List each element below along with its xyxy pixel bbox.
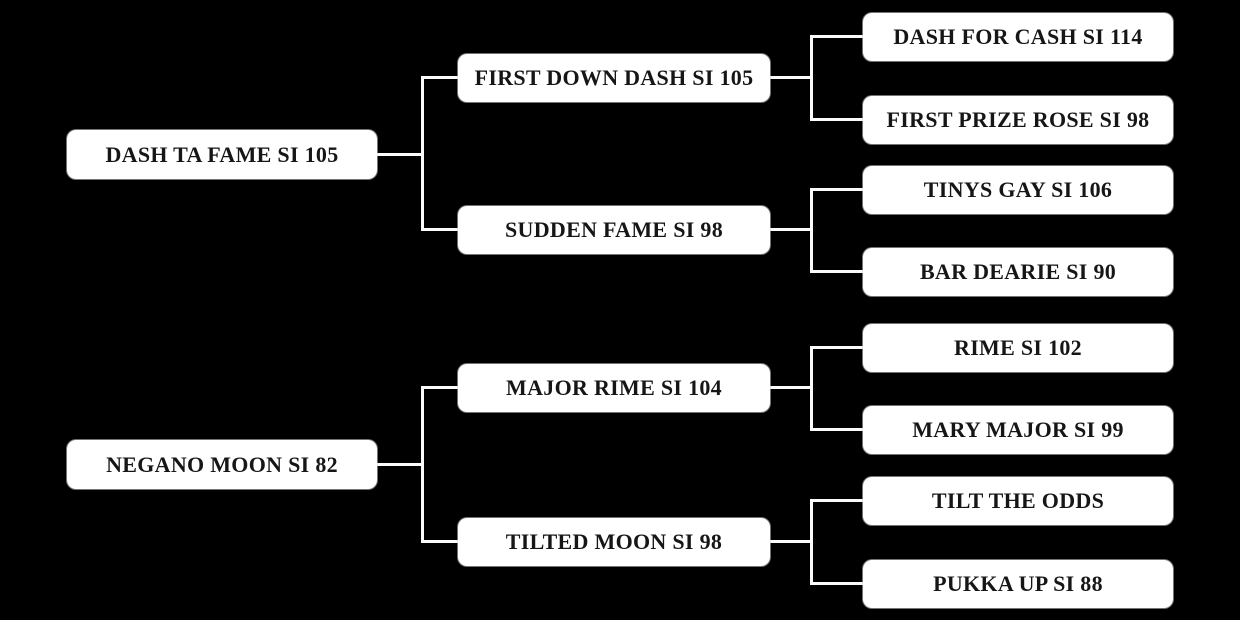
- pedigree-node-tinys-gay: TINYS GAY SI 106: [863, 166, 1173, 214]
- pedigree-node-negano-moon: NEGANO MOON SI 82: [67, 440, 377, 489]
- connector-sudden-fame-bracket: [810, 188, 813, 273]
- connector-to-rime: [810, 346, 863, 349]
- pedigree-node-tilted-moon: TILTED MOON SI 98: [458, 518, 770, 566]
- connector-to-pukka-up: [810, 582, 863, 585]
- connector-negano-moon-stem: [377, 463, 424, 466]
- connector-to-tilted-moon: [421, 540, 458, 543]
- connector-first-down-dash-bracket: [810, 35, 813, 121]
- pedigree-node-sudden-fame: SUDDEN FAME SI 98: [458, 206, 770, 254]
- pedigree-node-rime: RIME SI 102: [863, 324, 1173, 372]
- connector-dash-ta-fame-stem: [377, 153, 424, 156]
- connector-negano-moon-bracket: [421, 386, 424, 543]
- pedigree-node-mary-major: MARY MAJOR SI 99: [863, 406, 1173, 454]
- connector-to-tinys-gay: [810, 188, 863, 191]
- connector-tilted-moon-bracket: [810, 499, 813, 585]
- pedigree-node-first-prize-rose: FIRST PRIZE ROSE SI 98: [863, 96, 1173, 144]
- connector-to-sudden-fame: [421, 228, 458, 231]
- connector-to-first-prize-rose: [810, 118, 863, 121]
- pedigree-node-first-down-dash: FIRST DOWN DASH SI 105: [458, 54, 770, 102]
- connector-dash-ta-fame-bracket: [421, 76, 424, 231]
- connector-first-down-dash-stem: [770, 76, 813, 79]
- pedigree-node-tilt-the-odds: TILT THE ODDS: [863, 477, 1173, 525]
- connector-to-bar-dearie: [810, 270, 863, 273]
- pedigree-node-major-rime: MAJOR RIME SI 104: [458, 364, 770, 412]
- pedigree-node-dash-ta-fame: DASH TA FAME SI 105: [67, 130, 377, 179]
- pedigree-node-bar-dearie: BAR DEARIE SI 90: [863, 248, 1173, 296]
- connector-major-rime-stem: [770, 386, 813, 389]
- connector-to-mary-major: [810, 428, 863, 431]
- connector-to-tilt-the-odds: [810, 499, 863, 502]
- connector-to-dash-for-cash: [810, 35, 863, 38]
- connector-to-first-down-dash: [421, 76, 458, 79]
- connector-to-major-rime: [421, 386, 458, 389]
- connector-sudden-fame-stem: [770, 228, 813, 231]
- connector-tilted-moon-stem: [770, 540, 813, 543]
- pedigree-node-dash-for-cash: DASH FOR CASH SI 114: [863, 13, 1173, 61]
- connector-major-rime-bracket: [810, 346, 813, 431]
- pedigree-node-pukka-up: PUKKA UP SI 88: [863, 560, 1173, 608]
